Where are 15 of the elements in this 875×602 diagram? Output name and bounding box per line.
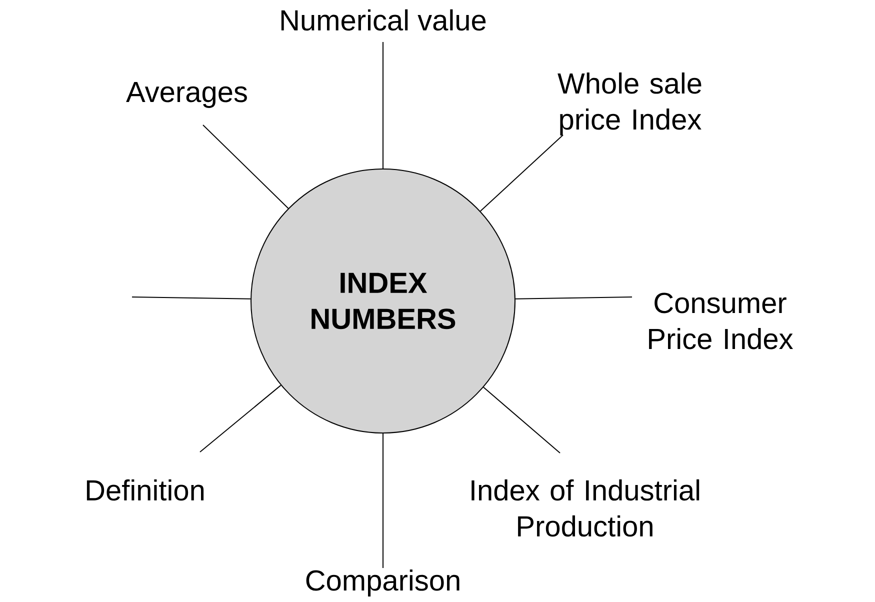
- connector-line: [132, 296, 252, 300]
- topic-label: Definition: [86, 479, 204, 501]
- topic-label: Consumer Price Index: [649, 292, 793, 350]
- connector-line: [382, 42, 384, 169]
- connector-line: [202, 124, 289, 209]
- topic-label: Index of Industrial Production: [472, 479, 700, 537]
- connector-line: [382, 433, 384, 568]
- topic-label: Numerical value: [281, 9, 486, 31]
- connector-line: [483, 386, 560, 454]
- connector-line: [514, 296, 632, 300]
- connector-line: [480, 134, 564, 212]
- connector-line: [200, 384, 282, 452]
- topic-label: Comparison: [306, 569, 460, 596]
- topic-label: Averages: [126, 82, 247, 108]
- topic-label: Whole sale price Index: [558, 72, 702, 136]
